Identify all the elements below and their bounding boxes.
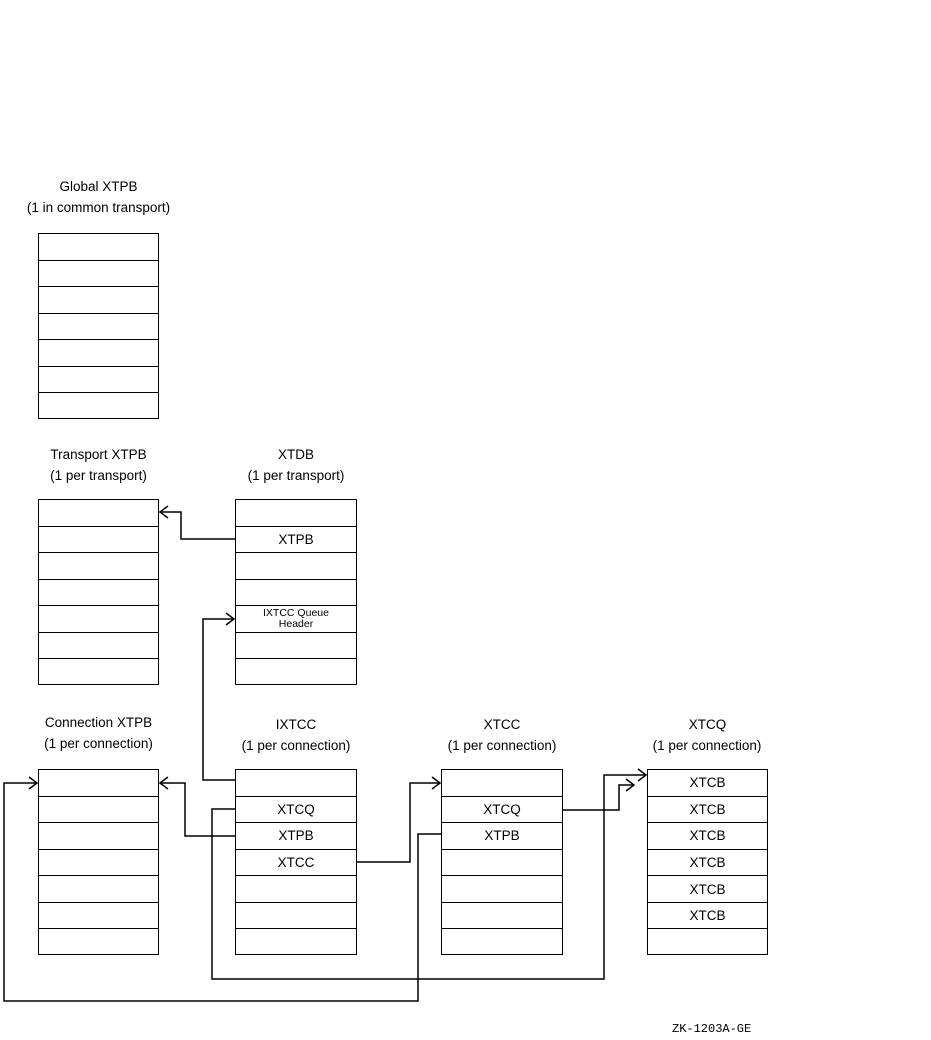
ixtcc-queue-header-line2: Header bbox=[278, 618, 314, 631]
xtdb-subtitle: (1 per transport) bbox=[247, 468, 345, 483]
arrowhead bbox=[625, 778, 636, 792]
connection-xtpb-cell bbox=[39, 903, 158, 930]
transport-xtpb-cell bbox=[39, 527, 158, 554]
xtdb-cell bbox=[236, 633, 356, 660]
connection-xtpb-cell bbox=[39, 823, 158, 850]
transport-xtpb-title: Transport XTPB bbox=[50, 447, 147, 462]
connection-xtpb-cell bbox=[39, 876, 158, 903]
global-xtpb-subtitle: (1 in common transport) bbox=[26, 200, 171, 215]
link-xtcc-xtpb-to-connection-xtpb bbox=[3, 782, 441, 1002]
xtcc-block: XTCQ XTPB bbox=[441, 769, 563, 955]
transport-xtpb-cell bbox=[39, 500, 158, 527]
xtcc-cell bbox=[442, 850, 562, 877]
xtcc-cell bbox=[442, 903, 562, 930]
global-xtpb-cell bbox=[39, 314, 158, 341]
connection-xtpb-subtitle: (1 per connection) bbox=[44, 736, 153, 751]
connection-xtpb-cell bbox=[39, 797, 158, 824]
ixtcc-cell bbox=[236, 876, 356, 903]
xtdb-cell bbox=[236, 580, 356, 607]
ixtcc-cell bbox=[236, 903, 356, 930]
xtcc-cell bbox=[442, 770, 562, 797]
global-xtpb-cell bbox=[39, 367, 158, 394]
xtcq-cell-xtcb: XTCB bbox=[648, 876, 767, 903]
ixtcc-queue-header-line1: IXTCC Queue bbox=[263, 607, 329, 620]
arrowhead bbox=[431, 776, 442, 790]
transport-xtpb-cell bbox=[39, 553, 158, 580]
xtcq-title: XTCQ bbox=[688, 717, 727, 732]
connection-xtpb-block bbox=[38, 769, 159, 955]
arrowhead bbox=[637, 768, 648, 782]
link-ixtcc-xtcc-to-xtcc bbox=[357, 782, 440, 863]
link-xtcc-xtcq-to-xtcq bbox=[563, 784, 634, 811]
xtcc-cell bbox=[442, 876, 562, 903]
global-xtpb-cell bbox=[39, 287, 158, 314]
transport-xtpb-cell bbox=[39, 606, 158, 633]
transport-xtpb-cell bbox=[39, 580, 158, 607]
global-xtpb-cell bbox=[39, 234, 158, 261]
global-xtpb-cell bbox=[39, 261, 158, 288]
xtcc-title: XTCC bbox=[483, 717, 521, 732]
transport-xtpb-subtitle: (1 per transport) bbox=[50, 468, 147, 483]
ixtcc-subtitle: (1 per connection) bbox=[241, 738, 351, 753]
xtcq-subtitle: (1 per connection) bbox=[652, 738, 762, 753]
xtcq-cell-xtcb: XTCB bbox=[648, 770, 767, 797]
xtcc-subtitle: (1 per connection) bbox=[447, 738, 557, 753]
global-xtpb-block bbox=[38, 233, 159, 419]
link-xtdb-xtpb-to-transport-xtpb bbox=[160, 511, 235, 540]
xtdb-cell-xtpb: XTPB bbox=[236, 527, 356, 554]
xtdb-cell bbox=[236, 500, 356, 527]
xtcc-cell-xtpb: XTPB bbox=[442, 823, 562, 850]
ixtcc-block: XTCQ XTPB XTCC bbox=[235, 769, 357, 955]
ixtcc-cell bbox=[236, 770, 356, 797]
link-ixtcc-to-queue-header bbox=[202, 618, 235, 781]
connection-xtpb-cell bbox=[39, 770, 158, 797]
transport-xtpb-cell bbox=[39, 633, 158, 660]
ixtcc-title: IXTCC bbox=[275, 717, 317, 732]
connection-xtpb-title: Connection XTPB bbox=[44, 715, 153, 730]
arrowhead bbox=[28, 776, 39, 790]
xtcq-cell-xtcb: XTCB bbox=[648, 823, 767, 850]
ixtcc-cell-xtpb: XTPB bbox=[236, 823, 356, 850]
link-ixtcc-xtpb-to-connection-xtpb bbox=[160, 782, 235, 837]
global-xtpb-title: Global XTPB bbox=[59, 179, 138, 194]
xtcq-block: XTCB XTCB XTCB XTCB XTCB XTCB bbox=[647, 769, 768, 955]
xtdb-title: XTDB bbox=[277, 447, 314, 462]
figure-code: ZK-1203A-GE bbox=[672, 1022, 752, 1036]
transport-xtpb-block bbox=[38, 499, 159, 685]
link-ixtcc-xtcq-to-xtcq bbox=[211, 774, 646, 980]
connection-xtpb-cell bbox=[39, 850, 158, 877]
xtdb-cell-ixtcc-queue-header: IXTCC Queue Header bbox=[236, 606, 356, 633]
xtcc-cell-xtcq: XTCQ bbox=[442, 797, 562, 824]
arrowhead bbox=[225, 612, 236, 626]
ixtcc-cell-xtcq: XTCQ bbox=[236, 797, 356, 824]
xtdb-block: XTPB IXTCC Queue Header bbox=[235, 499, 357, 685]
arrowhead bbox=[158, 505, 169, 519]
xtcq-cell-xtcb: XTCB bbox=[648, 903, 767, 930]
ixtcc-cell-xtcc: XTCC bbox=[236, 850, 356, 877]
arrowhead bbox=[158, 776, 169, 790]
xtcq-cell-xtcb: XTCB bbox=[648, 850, 767, 877]
xtcq-cell-xtcb: XTCB bbox=[648, 797, 767, 824]
global-xtpb-cell bbox=[39, 340, 158, 367]
xtdb-cell bbox=[236, 553, 356, 580]
